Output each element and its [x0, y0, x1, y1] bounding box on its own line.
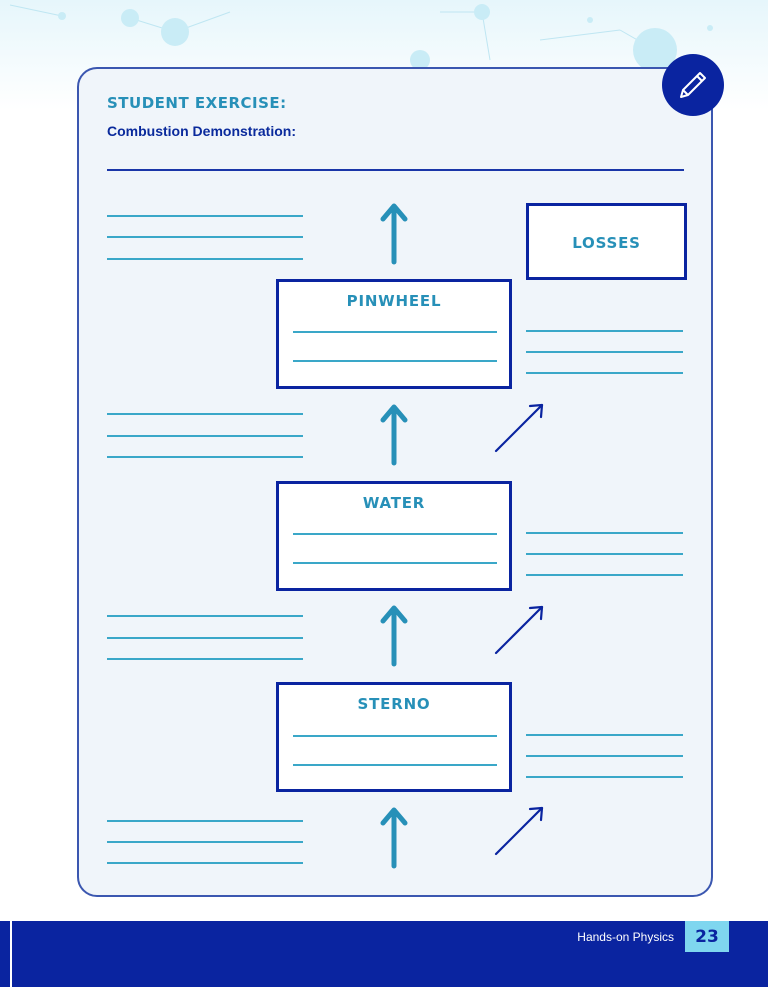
up-arrow-icon [380, 203, 408, 265]
right-answer-line[interactable] [526, 574, 683, 576]
left-answer-line[interactable] [107, 615, 303, 617]
diagonal-arrow-icon [494, 403, 544, 453]
left-answer-line[interactable] [107, 658, 303, 660]
box-answer-line[interactable] [293, 533, 497, 535]
sterno-label: STERNO [357, 695, 431, 713]
water-label: WATER [362, 494, 426, 512]
page-number: 23 [685, 921, 729, 952]
exercise-title: STUDENT EXERCISE: [107, 94, 287, 112]
right-answer-line[interactable] [526, 372, 683, 374]
footer-title: Hands-on Physics [577, 930, 674, 944]
diagonal-arrow-icon [494, 806, 544, 856]
right-answer-line[interactable] [526, 330, 683, 332]
right-answer-line[interactable] [526, 351, 683, 353]
up-arrow-icon [380, 404, 408, 466]
right-answer-line[interactable] [526, 755, 683, 757]
left-answer-line[interactable] [107, 215, 303, 217]
up-arrow-icon [380, 807, 408, 869]
pinwheel-box: PINWHEEL [276, 279, 512, 389]
pencil-icon [680, 72, 706, 98]
pencil-badge [662, 54, 724, 116]
left-answer-line[interactable] [107, 258, 303, 260]
box-answer-line[interactable] [293, 764, 497, 766]
left-answer-line[interactable] [107, 236, 303, 238]
left-answer-line[interactable] [107, 413, 303, 415]
sterno-box: STERNO [276, 682, 512, 792]
pinwheel-label: PINWHEEL [346, 292, 442, 310]
left-answer-line[interactable] [107, 841, 303, 843]
losses-box: LOSSES [526, 203, 687, 280]
left-answer-line[interactable] [107, 456, 303, 458]
losses-label: LOSSES [572, 234, 641, 252]
left-answer-line[interactable] [107, 435, 303, 437]
exercise-subtitle: Combustion Demonstration: [107, 123, 296, 139]
box-answer-line[interactable] [293, 331, 497, 333]
footer-divider [10, 921, 12, 987]
right-answer-line[interactable] [526, 776, 683, 778]
left-answer-line[interactable] [107, 820, 303, 822]
box-answer-line[interactable] [293, 562, 497, 564]
diagonal-arrow-icon [494, 605, 544, 655]
right-answer-line[interactable] [526, 532, 683, 534]
box-answer-line[interactable] [293, 360, 497, 362]
left-answer-line[interactable] [107, 637, 303, 639]
footer-bar [0, 921, 768, 987]
water-box: WATER [276, 481, 512, 591]
right-answer-line[interactable] [526, 553, 683, 555]
right-answer-line[interactable] [526, 734, 683, 736]
left-answer-line[interactable] [107, 862, 303, 864]
box-answer-line[interactable] [293, 735, 497, 737]
up-arrow-icon [380, 605, 408, 667]
title-answer-line[interactable] [107, 169, 684, 171]
